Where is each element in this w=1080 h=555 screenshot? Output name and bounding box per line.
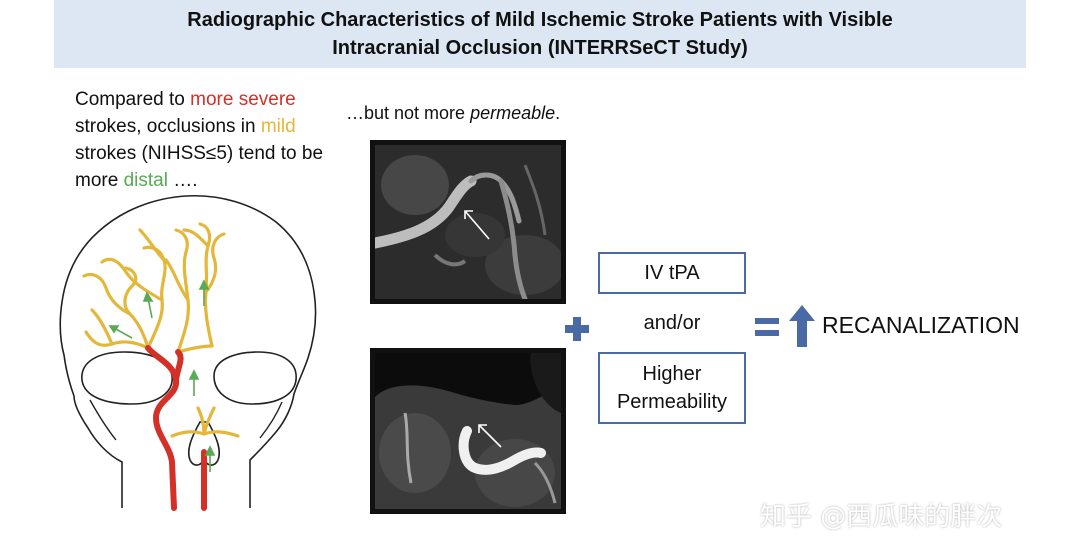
higher-permeability-box: Higher Permeability [598, 352, 746, 424]
desc-text-1: Compared to [75, 89, 191, 110]
title-banner: Radiographic Characteristics of Mild Isc… [54, 0, 1026, 68]
left-description: Compared to more severe strokes, occlusi… [75, 86, 325, 194]
caption: …but not more permeable. [346, 103, 560, 124]
iv-tpa-box: IV tPA [598, 252, 746, 294]
title-line-2: Intracranial Occlusion (INTERRSeCT Study… [332, 37, 748, 59]
desc-text-4: …. [167, 170, 198, 191]
desc-text-3: strokes (NIHSS≤5) tend to be more [75, 143, 324, 191]
more-severe-label: more severe [190, 89, 296, 110]
and-or-label: and/or [643, 312, 701, 334]
permeability-line-1: Higher [642, 363, 702, 385]
caption-emphasis: permeable [470, 103, 556, 123]
iv-tpa-label: IV tPA [644, 262, 700, 284]
ct-image-bottom [370, 348, 566, 514]
permeability-line-2: Permeability [616, 391, 728, 413]
angiogram-image-top [370, 140, 566, 304]
up-arrow-icon [789, 305, 815, 347]
caption-prefix: …but not more [346, 103, 471, 123]
plus-icon [565, 317, 589, 341]
watermark: 知乎 @西瓜味的胖次 [760, 502, 1003, 532]
recanalization-label: RECANALIZATION [822, 312, 1020, 338]
caption-suffix: . [555, 103, 561, 123]
mild-label: mild [260, 116, 296, 137]
title-line-1: Radiographic Characteristics of Mild Isc… [187, 9, 893, 31]
skull-illustration [59, 194, 317, 511]
desc-text-2: strokes, occlusions in [75, 116, 261, 137]
equals-icon [755, 318, 779, 336]
distal-label: distal [123, 170, 168, 191]
